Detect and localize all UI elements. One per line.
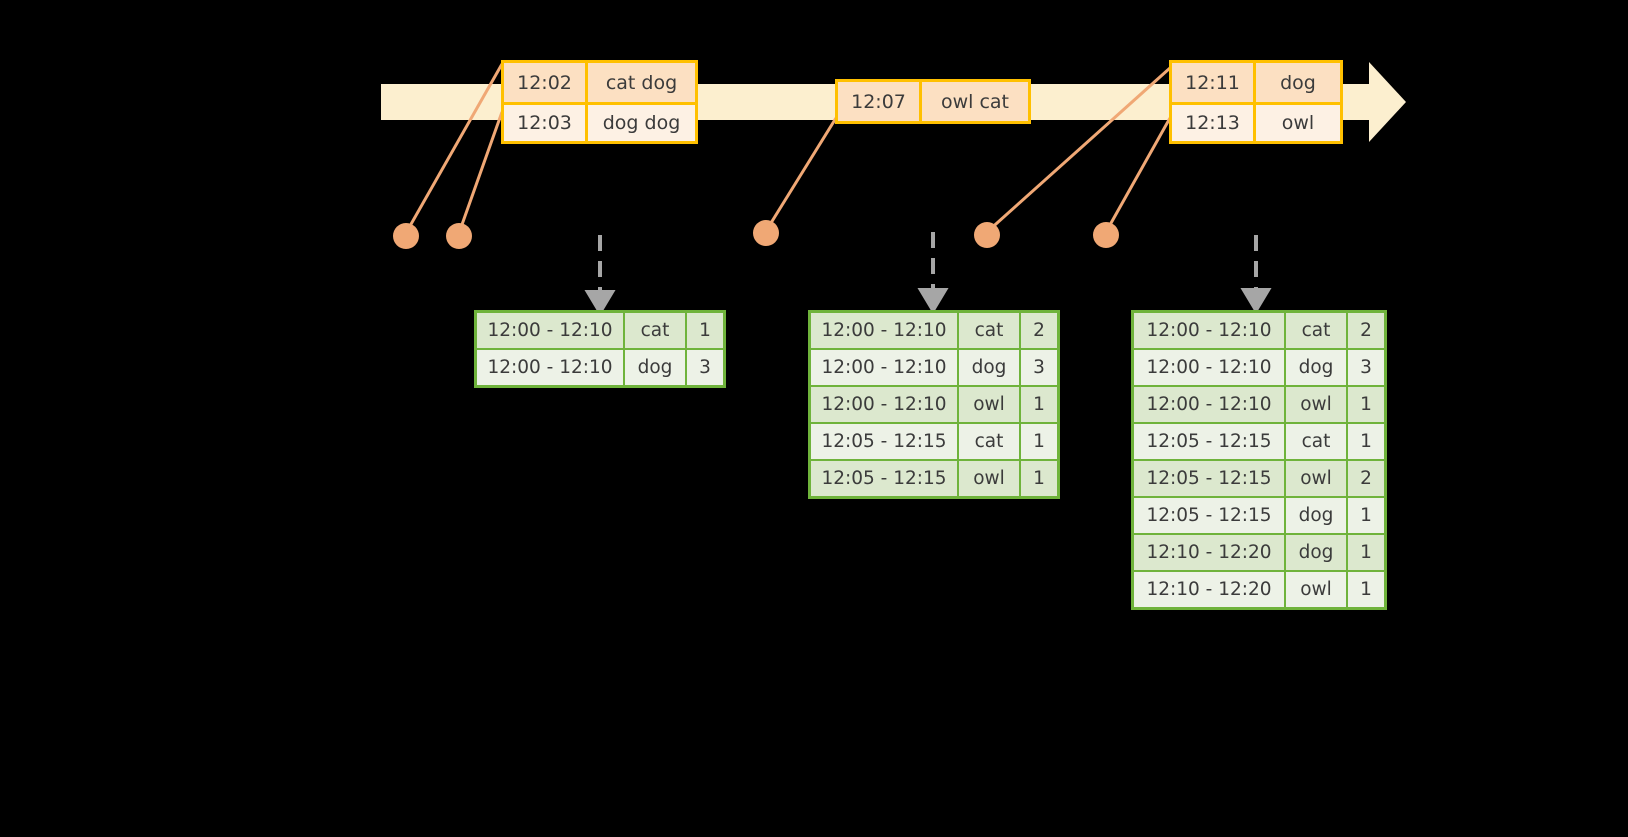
event-box-1: 12:02 cat dog 12:03 dog dog [501,60,698,144]
cell-word: cat [625,313,685,348]
cell-window: 12:00 - 12:10 [811,313,957,348]
cell-window: 12:10 - 12:20 [1134,572,1284,607]
cell-word: dog [1286,350,1346,385]
cell-window: 12:00 - 12:10 [1134,313,1284,348]
event-box-2: 12:07 owl cat [835,79,1031,124]
dashed-arrows [584,232,1272,316]
cell-word: dog [959,350,1019,385]
cell-count: 2 [1348,313,1384,348]
event-time: 12:13 [1172,105,1256,141]
event-dot [753,220,779,246]
cell-count: 1 [1021,461,1057,496]
event-dot [393,223,419,249]
cell-word: owl [959,461,1019,496]
cell-count: 1 [1348,424,1384,459]
event-dot [974,222,1000,248]
cell-window: 12:05 - 12:15 [1134,461,1284,496]
event-words: owl cat [922,82,1028,121]
cell-count: 2 [1348,461,1384,496]
cell-window: 12:00 - 12:10 [811,350,957,385]
event-row: 12:07 owl cat [838,82,1028,121]
event-words: dog dog [588,105,695,141]
cell-word: owl [959,387,1019,422]
cell-count: 3 [1348,350,1384,385]
event-words: cat dog [588,63,695,102]
cell-word: cat [1286,313,1346,348]
connector-lines [404,63,1172,234]
cell-window: 12:00 - 12:10 [811,387,957,422]
cell-window: 12:10 - 12:20 [1134,535,1284,570]
cell-word: dog [1286,535,1346,570]
cell-count: 1 [1348,498,1384,533]
event-words: dog [1256,63,1340,102]
cell-window: 12:05 - 12:15 [811,424,957,459]
event-row: 12:03 dog dog [504,102,695,141]
cell-window: 12:05 - 12:15 [1134,498,1284,533]
event-row: 12:13 owl [1172,102,1340,141]
event-dots [393,220,1119,249]
cell-count: 2 [1021,313,1057,348]
cell-count: 1 [1348,535,1384,570]
cell-count: 3 [687,350,723,385]
cell-word: owl [1286,387,1346,422]
event-row: 12:11 dog [1172,63,1340,102]
cell-word: cat [1286,424,1346,459]
cell-count: 1 [687,313,723,348]
cell-window: 12:00 - 12:10 [1134,350,1284,385]
cell-word: owl [1286,461,1346,496]
event-dot [1093,222,1119,248]
cell-word: dog [1286,498,1346,533]
cell-count: 1 [1021,387,1057,422]
event-dot [446,223,472,249]
event-time: 12:11 [1172,63,1256,102]
cell-count: 1 [1348,387,1384,422]
cell-window: 12:05 - 12:15 [811,461,957,496]
event-words: owl [1256,105,1340,141]
cell-window: 12:00 - 12:10 [477,350,623,385]
cell-word: dog [625,350,685,385]
event-time: 12:07 [838,82,922,121]
cell-window: 12:05 - 12:15 [1134,424,1284,459]
event-row: 12:02 cat dog [504,63,695,102]
cell-word: cat [959,313,1019,348]
event-time: 12:02 [504,63,588,102]
event-time: 12:03 [504,105,588,141]
cell-window: 12:00 - 12:10 [1134,387,1284,422]
cell-word: owl [1286,572,1346,607]
cell-window: 12:00 - 12:10 [477,313,623,348]
cell-count: 1 [1021,424,1057,459]
cell-count: 1 [1348,572,1384,607]
event-box-3: 12:11 dog 12:13 owl [1169,60,1343,144]
cell-word: cat [959,424,1019,459]
cell-count: 3 [1021,350,1057,385]
